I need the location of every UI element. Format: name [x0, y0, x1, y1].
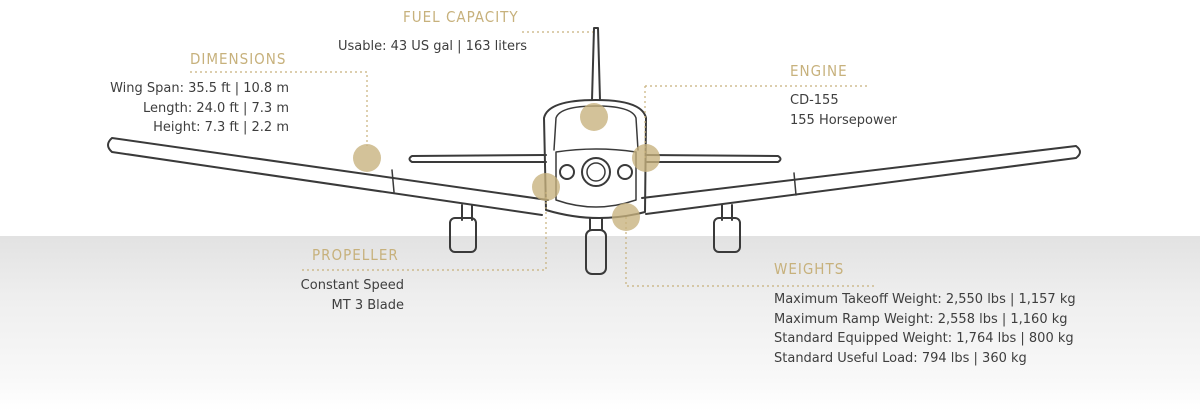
length-text: Length: 24.0 ft | 7.3 m: [143, 100, 289, 116]
dimensions-heading: DIMENSIONS: [190, 50, 287, 68]
max-takeoff-weight-text: Maximum Takeoff Weight: 2,550 lbs | 1,15…: [774, 292, 1076, 307]
engine-model-text: CD-155: [790, 93, 839, 108]
max-ramp-weight-text: Maximum Ramp Weight: 2,558 lbs | 1,160 k…: [774, 311, 1068, 327]
dimensions-leader: [190, 71, 368, 146]
weights-list: Maximum Takeoff Weight: 2,550 lbs | 1,15…: [774, 290, 1076, 368]
engine-list: CD-155 155 Horsepower: [790, 91, 897, 130]
spinner: [581, 157, 611, 187]
wing-span-text: Wing Span: 35.5 ft | 10.8 m: [110, 81, 289, 96]
left-wing: [107, 137, 549, 216]
ground-shadow: [0, 236, 1200, 412]
fuel-marker[interactable]: [580, 103, 608, 131]
nose-wheel: [585, 229, 607, 275]
left-main-wheel: [449, 217, 477, 253]
propeller-list: Constant Speed MT 3 Blade: [260, 276, 404, 315]
horizontal-stabilizer: [408, 154, 782, 163]
dimensions-marker[interactable]: [353, 144, 381, 172]
height-text: Height: 7.3 ft | 2.2 m: [153, 120, 289, 135]
weights-leader: [625, 217, 876, 287]
propeller-blade-text: MT 3 Blade: [331, 297, 404, 313]
engine-marker[interactable]: [632, 144, 660, 172]
tail-fin: [591, 27, 601, 101]
propeller-heading: PROPELLER: [312, 246, 399, 264]
fuel-capacity-heading: FUEL CAPACITY: [403, 8, 519, 26]
propeller-leader: [302, 192, 547, 271]
dimensions-list: Wing Span: 35.5 ft | 10.8 m Length: 24.0…: [100, 79, 289, 138]
propeller-marker[interactable]: [532, 173, 560, 201]
engine-heading: ENGINE: [790, 62, 848, 80]
cowling: [555, 148, 637, 208]
equipped-weight-text: Standard Equipped Weight: 1,764 lbs | 80…: [774, 331, 1074, 346]
right-wing: [641, 145, 1081, 215]
useful-load-text: Standard Useful Load: 794 lbs | 360 kg: [774, 350, 1027, 366]
right-main-wheel: [713, 217, 741, 253]
engine-power-text: 155 Horsepower: [790, 112, 897, 128]
propeller-type-text: Constant Speed: [300, 278, 404, 293]
weights-marker[interactable]: [612, 203, 640, 231]
weights-heading: WEIGHTS: [774, 260, 845, 278]
fuel-capacity-text: Usable: 43 US gal | 163 liters: [338, 39, 528, 54]
